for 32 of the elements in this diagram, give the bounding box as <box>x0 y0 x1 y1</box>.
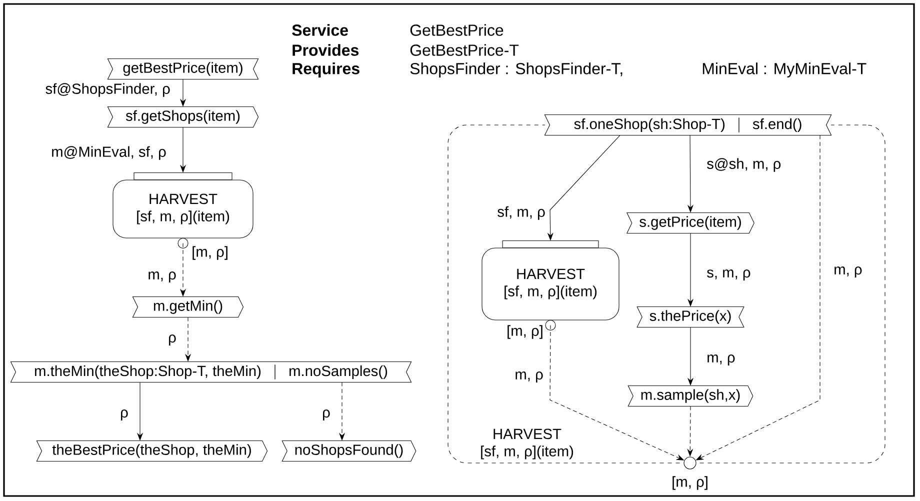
message-box: getBestPrice(item) <box>107 58 259 80</box>
edge-label: ρ <box>320 408 332 422</box>
edge-label: m, ρ <box>832 265 864 279</box>
edge-label: sf@ShopsFinder, ρ <box>44 82 172 98</box>
edge-label: m, ρ <box>146 270 178 284</box>
port-label: [m, ρ] <box>672 476 708 490</box>
edge-label: m@MinEval, sf, ρ <box>50 144 168 162</box>
message-box: m.theMin(theShop:Shop-T, theMin) m.noSamples() <box>10 361 412 383</box>
join-circle <box>684 456 696 470</box>
edge-label: ρ <box>118 408 130 422</box>
message-box: noShopsFound() <box>282 440 416 462</box>
message-box: s.thePrice(x) <box>636 306 744 328</box>
header-text: GetBestPrice-T <box>410 44 519 56</box>
edge-label: s, m, ρ <box>705 268 752 282</box>
keyword-label: Requires <box>292 62 360 78</box>
message-box: theBestPrice(theShop, theMin) <box>36 440 268 462</box>
edge-label: m, ρ <box>513 370 545 384</box>
keyword-label: Provides <box>292 44 359 56</box>
header-text: ShopsFinder : ShopsFinder-T, <box>410 62 622 78</box>
message-box: m.getMin() <box>132 296 244 318</box>
edge-label: m, ρ <box>705 353 737 367</box>
message-box: s.getPrice(item) <box>626 212 754 234</box>
message-box: sf.getShops(item) <box>107 106 259 128</box>
edge-label: sf, m, ρ <box>496 204 547 222</box>
header-text: MinEval : MyMinEval-T <box>702 62 866 78</box>
port-label: [m, ρ] <box>192 246 228 260</box>
keyword-label: Service <box>292 24 348 36</box>
message-box: m.sample(sh,x) <box>628 385 754 407</box>
edge-label: s@sh, m, ρ <box>705 156 783 174</box>
header-text: GetBestPrice <box>410 24 504 36</box>
message-box: sf.oneShop(sh:Shop-T) sf.end() <box>544 114 832 136</box>
edge-label: ρ <box>166 333 178 347</box>
